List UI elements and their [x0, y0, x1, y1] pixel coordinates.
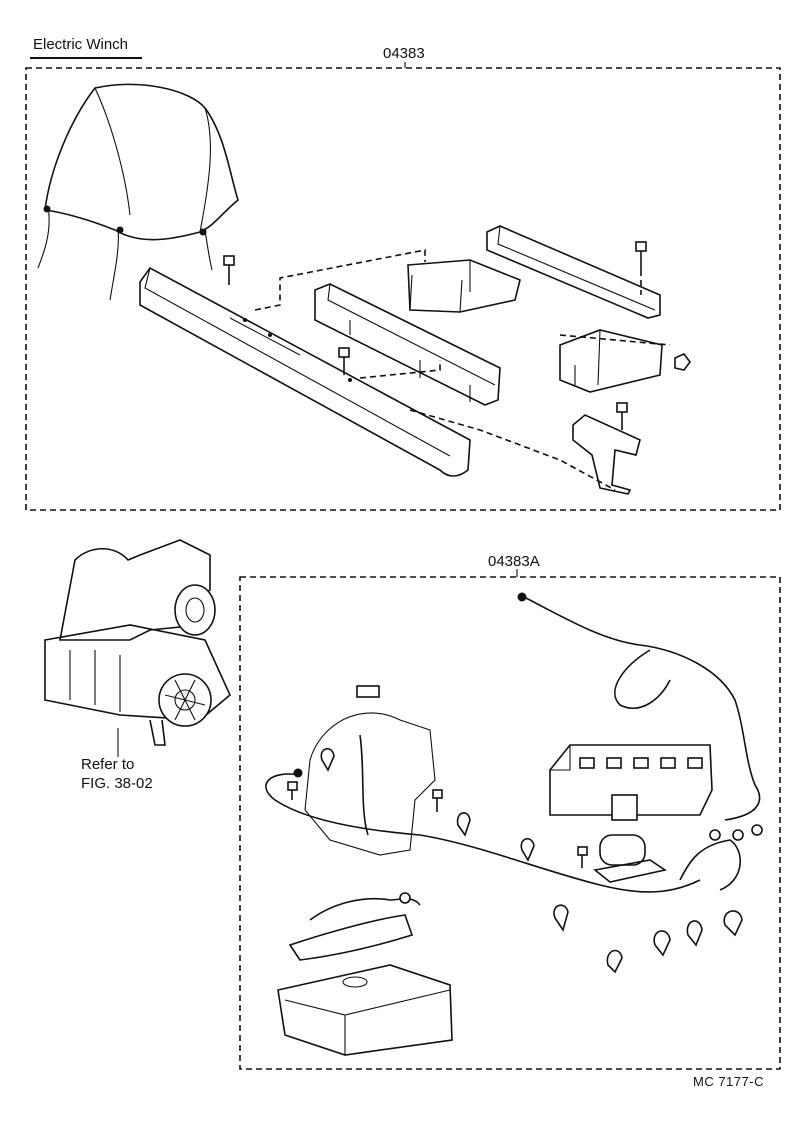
top-kit-frame — [25, 62, 781, 511]
cable-clamp — [320, 748, 743, 974]
storage-case — [277, 964, 453, 1056]
bolt — [338, 347, 350, 375]
bottom-kit-code-label: 04383A — [488, 553, 540, 570]
bolt — [616, 402, 628, 430]
battery — [549, 744, 713, 816]
long-bracket — [486, 225, 661, 319]
bolt — [577, 846, 588, 868]
top-kit-code-label: 04383 — [383, 45, 425, 62]
figure-code-label: MC 7177-C — [693, 1074, 764, 1089]
bolt — [287, 781, 298, 800]
winch-cover — [37, 83, 239, 301]
diagram-title: Electric Winch — [33, 36, 129, 53]
nut — [709, 824, 763, 841]
title-underline — [30, 57, 142, 59]
bumper-bar — [139, 266, 471, 477]
figure-reference-label: FIG. 38-02 — [81, 775, 153, 792]
mounting-frame — [314, 283, 501, 406]
side-bracket — [559, 329, 663, 393]
assembly-leader-lines — [254, 249, 671, 491]
cable-harness — [265, 592, 761, 893]
bolt — [432, 789, 443, 812]
winch-assembly — [44, 539, 231, 757]
mounting-bracket — [407, 259, 521, 313]
solenoid-relay — [593, 794, 668, 883]
bottom-kit-frame — [239, 569, 781, 1070]
bolt — [223, 255, 235, 285]
remote-control-switch — [288, 892, 421, 961]
plate-bracket — [572, 414, 641, 495]
winch-outline — [304, 685, 436, 856]
bolt — [635, 241, 647, 270]
refer-to-label: Refer to — [81, 756, 135, 773]
nut — [674, 353, 691, 371]
